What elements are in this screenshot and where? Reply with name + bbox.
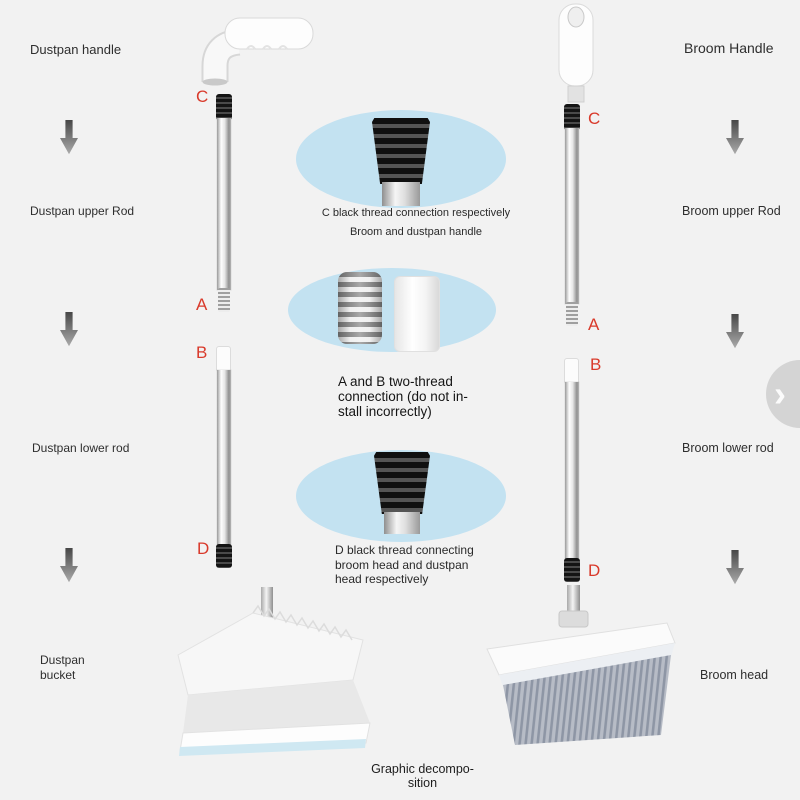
rod-thread xyxy=(218,288,230,312)
dustpan-bucket-label: Dustpan bucket xyxy=(40,653,85,682)
marker-dustpan-c: C xyxy=(196,87,209,106)
rod-thread xyxy=(564,104,580,130)
rod-shaft xyxy=(565,382,579,560)
broom-lower-rod-label: Broom lower rod xyxy=(682,441,774,455)
white-connector-detail xyxy=(394,276,440,352)
marker-broom-c: C xyxy=(588,109,601,128)
down-arrow-icon xyxy=(726,314,744,349)
rod-thread xyxy=(566,302,578,326)
rod-cap xyxy=(564,358,579,384)
marker-dustpan-a: A xyxy=(196,295,208,314)
broom-head-label: Broom head xyxy=(700,668,769,682)
broom-upper-rod-label: Broom upper Rod xyxy=(682,204,781,218)
down-arrow-icon xyxy=(60,120,78,155)
threaded-spring-detail xyxy=(338,272,382,344)
marker-broom-b: B xyxy=(590,355,602,374)
broom-handle-label: Broom Handle xyxy=(684,40,774,56)
dustpan-upper-rod-label: Dustpan upper Rod xyxy=(30,204,135,218)
rod-shaft xyxy=(217,370,231,546)
marker-dustpan-b: B xyxy=(196,343,208,362)
black-thread-detail xyxy=(372,118,430,184)
rod-shaft xyxy=(565,128,579,304)
down-arrow-icon xyxy=(726,120,744,155)
rod-thread xyxy=(216,544,232,568)
broom-head-illustration xyxy=(486,585,676,745)
carousel-next-button[interactable]: › xyxy=(766,360,800,428)
marker-broom-a: A xyxy=(588,315,600,334)
rod-thread xyxy=(564,558,580,582)
marker-broom-d: D xyxy=(588,561,601,580)
metal-collar-detail xyxy=(382,182,420,206)
dustpan-bucket-illustration xyxy=(177,587,371,756)
rod-thread xyxy=(216,94,232,120)
dustpan-handle-label: Dustpan handle xyxy=(30,42,122,57)
metal-collar-detail xyxy=(384,512,420,534)
dustpan-handle-illustration xyxy=(201,17,314,86)
chevron-right-icon: › xyxy=(774,373,786,414)
down-arrow-icon xyxy=(726,550,744,585)
callout-d-caption: D black thread connecting broom head and… xyxy=(335,543,474,586)
rod-shaft xyxy=(217,118,231,290)
dustpan-lower-rod-label: Dustpan lower rod xyxy=(32,441,130,455)
callout-ab-caption: A and B two-thread connection (do not in… xyxy=(338,374,468,419)
black-thread-detail xyxy=(374,452,430,514)
rod-cap xyxy=(216,346,231,372)
broom-handle-illustration xyxy=(558,3,594,103)
marker-dustpan-d: D xyxy=(197,539,210,558)
callout-c-caption: C black thread connection respectively B… xyxy=(321,207,511,238)
callout-ab-ellipse xyxy=(288,268,496,352)
down-arrow-icon xyxy=(60,548,78,583)
footer-caption: Graphic decompo- sition xyxy=(371,762,474,790)
down-arrow-icon xyxy=(60,312,78,347)
